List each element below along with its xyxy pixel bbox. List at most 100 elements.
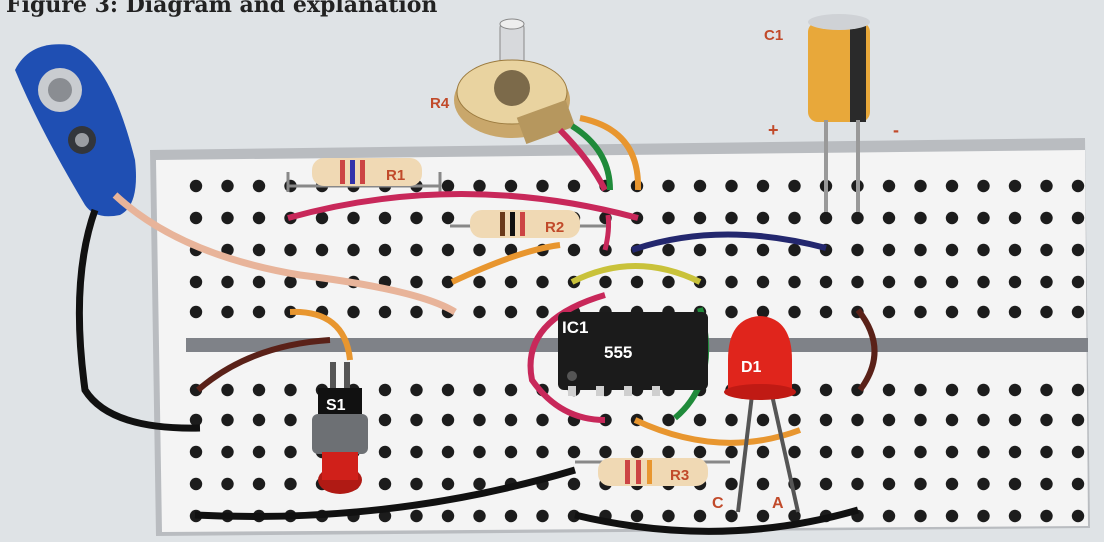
breadboard-hole bbox=[599, 276, 611, 288]
breadboard-hole bbox=[725, 478, 737, 490]
breadboard-hole bbox=[725, 446, 737, 458]
breadboard-hole bbox=[631, 276, 643, 288]
breadboard-hole bbox=[914, 180, 926, 192]
breadboard-hole bbox=[253, 276, 265, 288]
breadboard-hole bbox=[442, 384, 454, 396]
breadboard-hole bbox=[221, 446, 233, 458]
breadboard-hole bbox=[883, 478, 895, 490]
breadboard-hole bbox=[883, 180, 895, 192]
breadboard-hole bbox=[473, 478, 485, 490]
breadboard-hole bbox=[1009, 446, 1021, 458]
breadboard-hole bbox=[946, 212, 958, 224]
breadboard-hole bbox=[1072, 276, 1084, 288]
label-555: 555 bbox=[604, 343, 632, 362]
breadboard-hole bbox=[442, 478, 454, 490]
breadboard-hole bbox=[284, 446, 296, 458]
breadboard-hole bbox=[379, 384, 391, 396]
breadboard-hole bbox=[379, 478, 391, 490]
breadboard-hole bbox=[473, 414, 485, 426]
breadboard-hole bbox=[914, 212, 926, 224]
breadboard-hole bbox=[757, 180, 769, 192]
breadboard-hole bbox=[253, 180, 265, 192]
breadboard-hole bbox=[977, 244, 989, 256]
breadboard-hole bbox=[914, 478, 926, 490]
breadboard-hole bbox=[1040, 276, 1052, 288]
breadboard-hole bbox=[694, 244, 706, 256]
label-s1: S1 bbox=[326, 397, 346, 414]
breadboard-hole bbox=[883, 212, 895, 224]
label-c1: C1 bbox=[764, 27, 783, 44]
breadboard-hole bbox=[820, 212, 832, 224]
label-ic1: IC1 bbox=[562, 318, 588, 337]
breadboard-hole bbox=[253, 414, 265, 426]
breadboard-hole bbox=[725, 180, 737, 192]
breadboard-hole bbox=[1040, 212, 1052, 224]
breadboard-hole bbox=[725, 510, 737, 522]
breadboard-hole bbox=[316, 244, 328, 256]
breadboard-hole bbox=[977, 212, 989, 224]
breadboard-hole bbox=[788, 276, 800, 288]
breadboard-hole bbox=[473, 180, 485, 192]
breadboard-hole bbox=[253, 384, 265, 396]
breadboard-hole bbox=[599, 446, 611, 458]
breadboard-hole bbox=[820, 414, 832, 426]
breadboard-hole bbox=[284, 244, 296, 256]
breadboard-hole bbox=[473, 384, 485, 396]
breadboard-hole bbox=[505, 276, 517, 288]
breadboard-hole bbox=[946, 384, 958, 396]
breadboard-hole bbox=[946, 306, 958, 318]
breadboard-hole bbox=[977, 276, 989, 288]
breadboard-hole bbox=[442, 414, 454, 426]
breadboard-hole bbox=[977, 446, 989, 458]
breadboard-hole bbox=[883, 244, 895, 256]
breadboard-hole bbox=[977, 414, 989, 426]
breadboard-hole bbox=[347, 212, 359, 224]
breadboard-hole bbox=[253, 446, 265, 458]
breadboard-hole bbox=[883, 276, 895, 288]
breadboard-hole bbox=[505, 414, 517, 426]
breadboard-hole bbox=[883, 384, 895, 396]
breadboard-hole bbox=[694, 212, 706, 224]
breadboard-hole bbox=[1040, 478, 1052, 490]
breadboard-hole bbox=[788, 446, 800, 458]
breadboard-hole bbox=[536, 510, 548, 522]
breadboard-hole bbox=[221, 384, 233, 396]
breadboard-hole bbox=[379, 306, 391, 318]
breadboard-hole bbox=[851, 478, 863, 490]
breadboard-hole bbox=[662, 510, 674, 522]
breadboard-hole bbox=[410, 276, 422, 288]
breadboard-hole bbox=[725, 244, 737, 256]
label-d1: D1 bbox=[741, 359, 762, 376]
breadboard-hole bbox=[788, 414, 800, 426]
breadboard-hole bbox=[914, 384, 926, 396]
breadboard-hole bbox=[914, 446, 926, 458]
breadboard-hole bbox=[946, 446, 958, 458]
breadboard-hole bbox=[379, 212, 391, 224]
breadboard-hole bbox=[1040, 446, 1052, 458]
breadboard-hole bbox=[1009, 276, 1021, 288]
breadboard-hole bbox=[883, 446, 895, 458]
breadboard-hole bbox=[410, 384, 422, 396]
breadboard-hole bbox=[757, 212, 769, 224]
breadboard-hole bbox=[253, 478, 265, 490]
breadboard-hole bbox=[757, 276, 769, 288]
label-r3: R3 bbox=[670, 467, 689, 484]
breadboard-hole bbox=[379, 446, 391, 458]
breadboard-hole bbox=[284, 414, 296, 426]
breadboard-hole bbox=[1009, 510, 1021, 522]
breadboard-hole bbox=[757, 244, 769, 256]
breadboard-hole bbox=[1009, 478, 1021, 490]
breadboard-hole bbox=[253, 212, 265, 224]
breadboard-hole bbox=[1072, 446, 1084, 458]
breadboard-hole bbox=[946, 276, 958, 288]
breadboard-hole bbox=[851, 212, 863, 224]
breadboard-hole bbox=[442, 446, 454, 458]
breadboard-hole bbox=[820, 446, 832, 458]
breadboard-hole bbox=[914, 510, 926, 522]
breadboard-hole bbox=[284, 478, 296, 490]
breadboard-hole bbox=[757, 414, 769, 426]
figure-caption: Figure 3: Diagram and explanation bbox=[6, 0, 437, 18]
breadboard-hole bbox=[221, 276, 233, 288]
breadboard-hole bbox=[190, 180, 202, 192]
breadboard-hole bbox=[883, 306, 895, 318]
